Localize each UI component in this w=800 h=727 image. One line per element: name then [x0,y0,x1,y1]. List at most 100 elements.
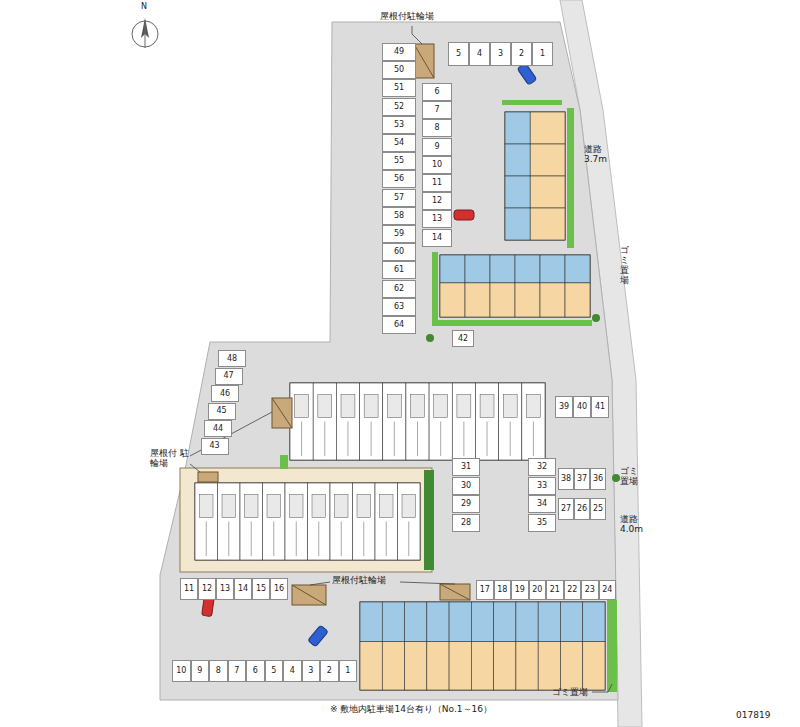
parking-stall: 30 [452,477,480,495]
parking-stall: 47 [215,368,243,385]
stall-number: 53 [394,121,404,129]
stall-number: 1 [345,667,350,675]
parking-stall: 43 [201,438,229,455]
parking-stall: 13 [422,210,452,228]
parking-stall: 14 [234,578,252,600]
stall-number: 17 [480,586,490,594]
site-ground [160,22,618,700]
parking-stall: 49 [382,43,416,61]
stall-number: 14 [432,234,442,242]
stall-number: 9 [434,143,439,151]
parking-stall: 12 [422,192,452,210]
parking-stall: 17 [476,580,494,600]
parking-stall: 4 [469,42,490,66]
road-label: 道路 4.0m [620,514,650,535]
parking-stall: 55 [382,152,416,170]
parking-stall: 60 [382,243,416,261]
stall-number: 34 [537,500,547,508]
parking-stall: 34 [528,495,556,513]
parking-stall: 31 [452,458,480,476]
stall-number: 52 [394,103,404,111]
stall-number: 35 [537,519,547,527]
stall-number: 30 [461,482,471,490]
stall-number: 14 [238,585,248,593]
parking-stall: 9 [191,660,210,682]
parking-stall: 8 [209,660,228,682]
stall-number: 36 [593,475,603,483]
parking-stall: 46 [211,385,239,402]
stall-number: 59 [394,230,404,238]
stall-number: 31 [461,463,471,471]
stall-number: 58 [394,212,404,220]
parking-stall: 10 [172,660,191,682]
parking-stall: 58 [382,207,416,225]
parking-stall: 20 [529,580,547,600]
stall-number: 20 [532,586,542,594]
stall-number: 32 [537,463,547,471]
stall-number: 44 [213,425,223,433]
parking-stall: 3 [490,42,511,66]
stall-number: 5 [271,667,276,675]
parking-stall: 7 [422,101,452,119]
bike-shed-label: 屋根付駐輪場 [380,11,434,21]
garbage-area-label: ゴミ置場 [620,466,642,487]
buildings [180,112,605,690]
stall-number: 33 [537,482,547,490]
stall-number: 8 [216,667,221,675]
parking-stall: 2 [511,42,532,66]
parking-stall: 1 [339,660,358,682]
stall-number: 13 [432,215,442,223]
stall-number: 29 [461,500,471,508]
stall-number: 25 [593,505,603,513]
parking-stall: 48 [218,350,246,367]
stall-number: 9 [197,667,202,675]
stall-number: 39 [559,403,569,411]
parking-stall: 16 [270,578,288,600]
parking-stall: 10 [422,156,452,174]
stall-number: 6 [434,88,439,96]
stall-number: 10 [176,667,186,675]
parking-stall: 21 [546,580,564,600]
footnote: ※ 敷地内駐車場14台有り（No.1～16） [330,704,492,714]
parking-stall: 13 [216,578,234,600]
parking-stall: 44 [204,420,232,437]
parking-stall: 38 [558,468,574,490]
stall-number: 18 [497,586,507,594]
parking-stall: 14 [422,229,452,247]
parking-stall: 29 [452,495,480,513]
parking-stall: 5 [448,42,469,66]
stall-number: 62 [394,285,404,293]
parking-stall: 37 [574,468,590,490]
stall-number: 5 [456,50,461,58]
stall-number: 23 [585,586,595,594]
stall-number: 37 [577,475,587,483]
stall-number: 7 [234,667,239,675]
parking-stall: 26 [574,498,590,520]
parking-stall: 62 [382,280,416,298]
stall-number: 28 [461,519,471,527]
stall-number: 16 [274,585,284,593]
garbage-area-label: ゴミ置場 [620,246,629,286]
stall-number: 15 [256,585,266,593]
stall-number: 22 [567,586,577,594]
parking-stall: 52 [382,98,416,116]
apartment-building [440,255,590,317]
parking-stall: 24 [599,580,617,600]
parking-stall: 33 [528,477,556,495]
bicycle-sheds [198,44,470,605]
stall-number: 57 [394,194,404,202]
stall-number: 19 [515,586,525,594]
parking-stall: 57 [382,189,416,207]
parking-stall: 27 [558,498,574,520]
parking-stall: 32 [528,458,556,476]
stall-number: 26 [577,505,587,513]
stall-number: 46 [220,390,230,398]
stall-number: 63 [394,303,404,311]
stall-number: 41 [595,403,605,411]
parking-stall: 6 [422,83,452,101]
parking-stall: 12 [198,578,216,600]
stall-number: 42 [458,335,468,343]
parking-stall: 45 [208,403,236,420]
parking-stall: 6 [246,660,265,682]
stall-number: 2 [519,50,524,58]
